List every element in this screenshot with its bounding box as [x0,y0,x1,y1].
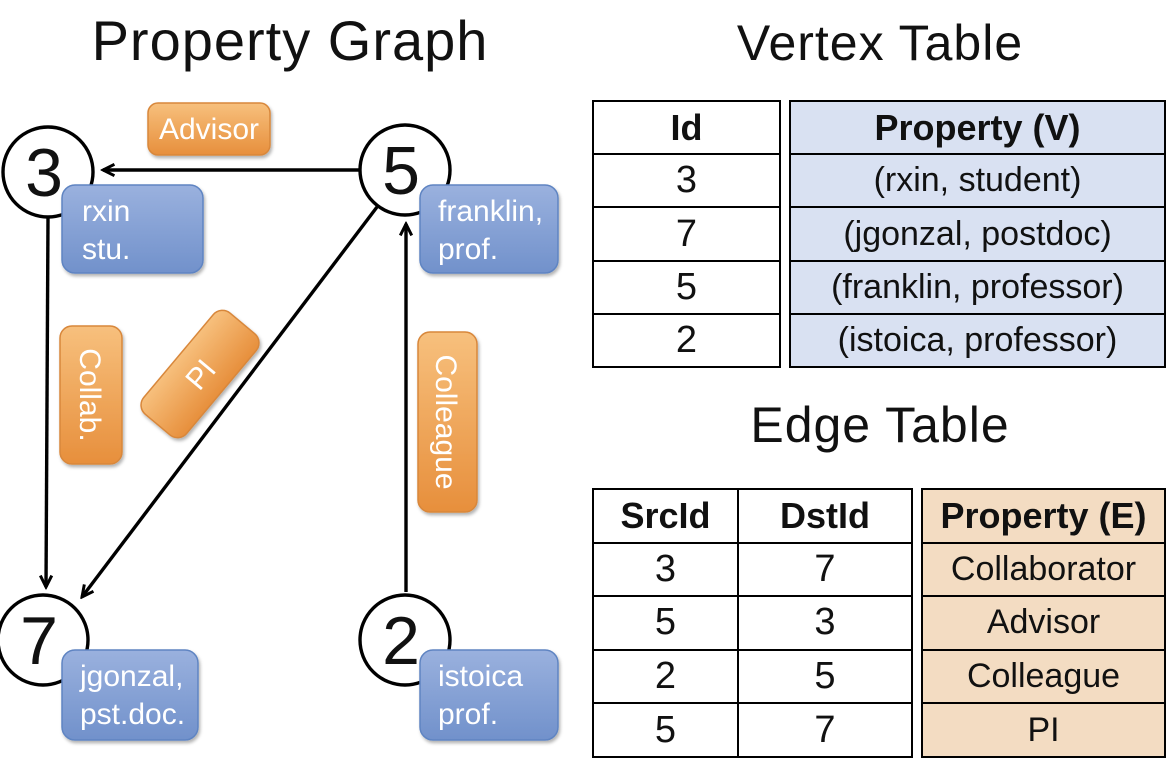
vertex-table-cell-property: (istoica, professor) [837,320,1118,359]
edge-table-property-column: Property (E) Collaborator Advisor Collea… [921,488,1166,758]
edge-pi-arrow [82,205,379,597]
edge-table-cell-property: Collaborator [950,549,1137,588]
edge-table-cell-property: Colleague [966,657,1121,696]
vertex-id-7: 7 [20,603,58,679]
vertex-table-cell-id: 7 [675,212,698,255]
edge-label-advisor-box [147,102,271,156]
edge-table-cell-dstid: 5 [814,655,836,698]
edge-table-cell-dstid: 3 [814,601,836,644]
vertex-label-2-line1: istoica [438,660,523,693]
edge-table-cell-property: Advisor [986,603,1101,642]
vertex-table-cell-property: (franklin, professor) [831,267,1124,306]
vertex-label-5-line1: franklin, [438,195,543,228]
vertex-table-property-column: Property (V) (rxin, student) (jgonzal, p… [789,100,1166,368]
property-graph-diagram: 3 5 7 2 Advisor Collab. PI Colleague [0,102,559,741]
vertex-table-title: Vertex Table [736,15,1024,71]
vertex-table-cell-id: 3 [675,159,698,202]
edge-label-collab-box [59,325,123,465]
edge-label-collab: Collab. [73,348,106,441]
vertex-id-2: 2 [382,603,420,679]
vertex-label-3-line2: stu. [82,233,130,266]
vertex-table-cell-property: (rxin, student) [873,161,1082,200]
vertex-table-header-property: Property (V) [874,106,1081,148]
edge-label-colleague: Colleague [429,354,462,489]
property-graph-title: Property Graph [91,9,489,72]
edge-table-cell-srcid: 5 [594,597,739,649]
edge-label-advisor: Advisor [159,113,259,146]
vertex-id-3: 3 [25,135,63,211]
edge-table-cell-dstid: 7 [814,547,836,590]
vertex-label-2-box [419,649,559,741]
vertex-id-5: 5 [382,133,420,209]
edge-table-cell-srcid: 2 [594,650,739,703]
vertex-label-7-line1: jgonzal, [79,660,183,693]
vertex-table-cell-id: 5 [675,265,698,308]
vertex-label-2-line2: prof. [438,698,498,731]
edge-table-title: Edge Table [750,397,1010,453]
edge-table-id-columns: SrcId DstId 3 7 5 3 2 5 5 7 [592,488,913,758]
edge-table-cell-srcid: 5 [594,704,739,756]
edge-table-cell-srcid: 3 [594,543,739,596]
edge-label-colleague-box [417,331,478,513]
vertex-label-7-line2: pst.doc. [80,698,185,731]
vertex-label-3-line1: rxin [82,195,130,228]
edge-label-pi-box [140,309,260,439]
vertex-table-header-id: Id [670,106,703,148]
edge-collab-arrow [46,217,48,587]
vertex-label-7-box [61,649,199,741]
vertex-label-5-box [419,184,559,274]
edge-table-cell-property: PI [1027,710,1060,749]
vertex-label-5-line2: prof. [438,233,498,266]
edge-table-cell-dstid: 7 [814,708,836,751]
edge-table-header-dstid: DstId [780,494,870,536]
edge-table-header-srcid: SrcId [594,490,739,542]
edge-table-header-property: Property (E) [940,494,1147,536]
vertex-table-id-column: Id 3 7 5 2 [592,100,781,368]
vertex-table-cell-id: 2 [675,318,698,361]
vertex-table-cell-property: (jgonzal, postdoc) [843,214,1112,253]
vertex-label-3-box [61,184,204,274]
